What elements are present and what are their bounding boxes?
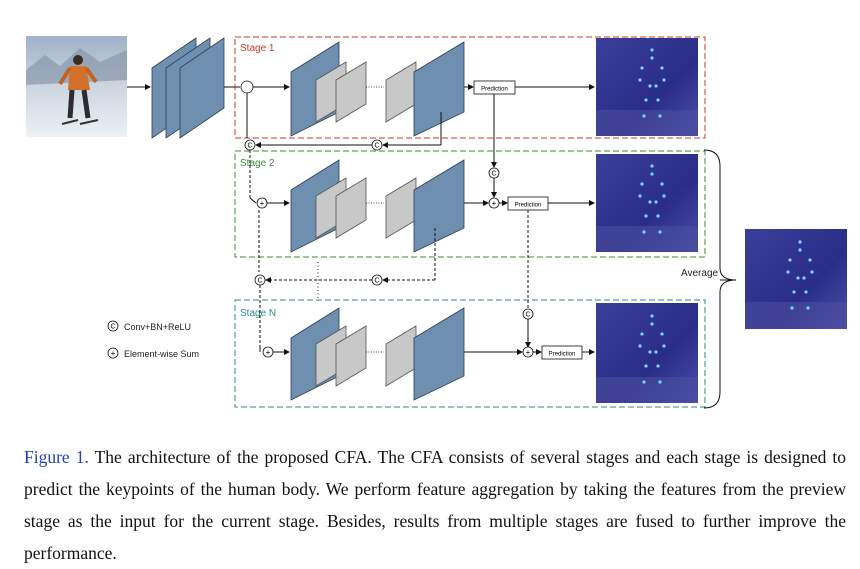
legend: C Conv+BN+ReLU + Element-wise Sum (107, 320, 199, 359)
cfa-architecture-diagram: Stage 1 Stage 2 Stage N Prediction C C C… (26, 36, 847, 409)
stage-2-box (234, 150, 706, 258)
stage-1-prediction-label: Prediction (481, 87, 508, 93)
conv-symbol: C (247, 143, 252, 150)
sum-symbol: + (260, 199, 265, 208)
stage-2-heatmap (596, 154, 698, 252)
backbone-feature-maps (151, 37, 225, 139)
conv-symbol: C (374, 143, 379, 150)
legend-sum-label: Element-wise Sum (124, 349, 199, 359)
legend-sum-symbol: + (111, 349, 116, 358)
stage-n-feature-maps (290, 307, 465, 401)
sum-symbol: + (266, 348, 271, 357)
stage-n-box (234, 299, 706, 408)
legend-sum-icon (107, 347, 119, 359)
conv-symbol: C (525, 312, 530, 319)
stage-2-label: Stage 2 (240, 158, 275, 169)
average-brace (703, 149, 737, 409)
stage-1-box (234, 36, 706, 139)
figure-caption: Figure 1. The architecture of the propos… (24, 441, 846, 569)
legend-conv-symbol: C (110, 324, 115, 331)
stage-n-heatmap (596, 303, 698, 403)
stage-1-label: Stage 1 (240, 43, 275, 54)
stage-n-label: Stage N (240, 308, 276, 319)
figure-label: Figure 1. (24, 447, 89, 467)
final-output-heatmap (745, 229, 847, 329)
sum-symbol: + (492, 199, 497, 208)
caption-text: The architecture of the proposed CFA. Th… (24, 447, 846, 563)
stage-1-feature-maps (290, 41, 465, 137)
conv-symbol: C (257, 278, 262, 285)
conv-symbol: C (374, 278, 379, 285)
average-label: Average (681, 268, 719, 279)
legend-conv-icon (107, 320, 119, 332)
stage-2-prediction-label: Prediction (515, 203, 542, 209)
conv-symbol: C (491, 171, 496, 178)
stage-2-feature-maps (290, 159, 465, 253)
stage-1-heatmap (596, 38, 698, 136)
input-image (26, 36, 127, 137)
sum-symbol: + (526, 348, 531, 357)
stage-n-prediction-label: Prediction (549, 352, 576, 358)
stage-1-split-node (240, 80, 254, 94)
legend-conv-label: Conv+BN+ReLU (124, 322, 191, 332)
